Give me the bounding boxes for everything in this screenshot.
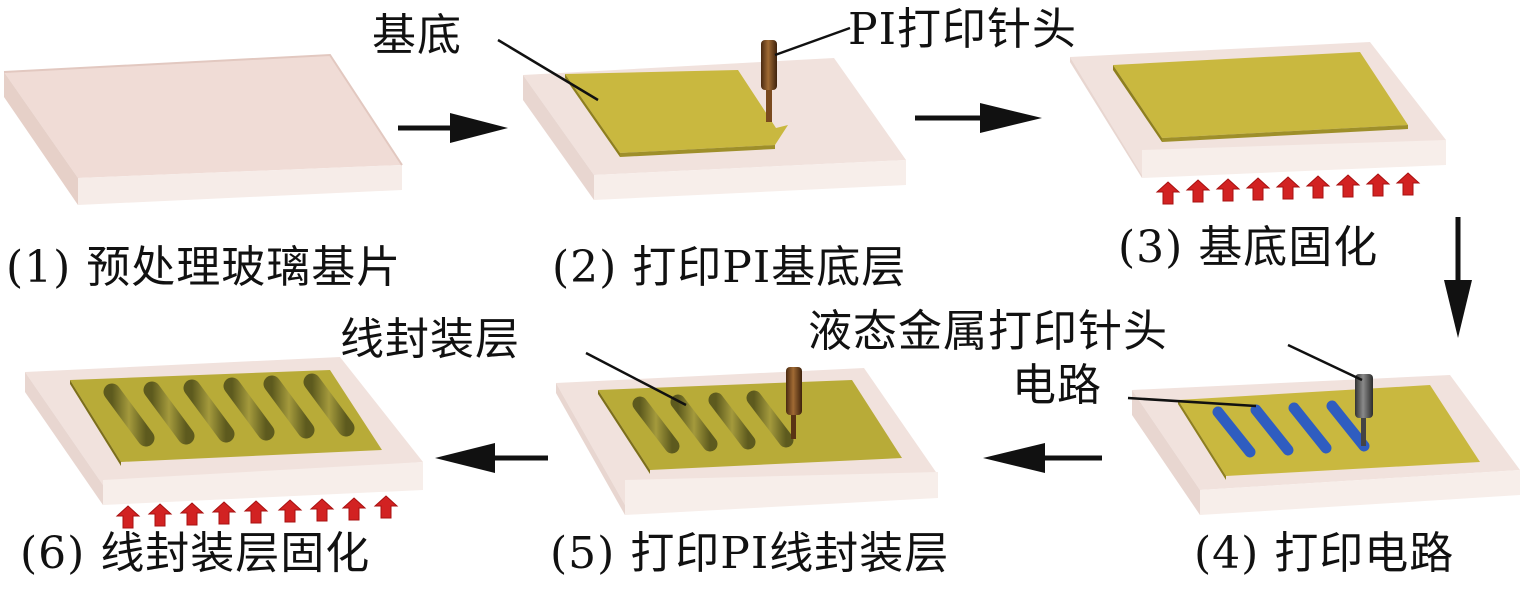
flow-arrows bbox=[398, 103, 1472, 473]
step-5-caption: (5) 打印PI线封装层 bbox=[550, 528, 950, 579]
arrow-step1-to-step2 bbox=[398, 113, 508, 143]
encapsulation-lines bbox=[632, 390, 794, 454]
step-4-print-circuit bbox=[1132, 374, 1520, 515]
callout-circuit: 电路 bbox=[1012, 360, 1102, 411]
step-1-caption: (1) 预处理玻璃基片 bbox=[6, 242, 402, 293]
step-6-encapsulation-curing bbox=[25, 357, 423, 529]
heat-arrows bbox=[1156, 172, 1420, 205]
step-3-caption: (3) 基底固化 bbox=[1118, 222, 1379, 273]
arrow-step5-to-step6 bbox=[435, 443, 548, 473]
arrow-step4-to-step5 bbox=[983, 443, 1102, 473]
callout-encapsulation: 线封装层 bbox=[340, 314, 520, 365]
arrow-step3-to-step4 bbox=[1444, 217, 1472, 338]
step-5-print-encapsulation bbox=[556, 367, 938, 515]
callout-pi-nozzle: PI打印针头 bbox=[848, 4, 1077, 55]
step-6-caption: (6) 线封装层固化 bbox=[20, 528, 371, 579]
callout-metal-nozzle: 液态金属打印针头 bbox=[808, 306, 1168, 357]
circuit-traces bbox=[1212, 400, 1370, 458]
step-2-print-pi-substrate bbox=[523, 40, 906, 200]
callout-leaders bbox=[497, 26, 1363, 408]
step-2-caption: (2) 打印PI基底层 bbox=[552, 242, 907, 293]
step-4-caption: (4) 打印电路 bbox=[1194, 528, 1455, 579]
step-3-substrate-curing bbox=[1070, 42, 1446, 205]
callout-substrate: 基底 bbox=[372, 10, 462, 61]
step-1-glass-slide bbox=[3, 53, 403, 205]
encapsulation-lines bbox=[103, 373, 355, 447]
arrow-step2-to-step3 bbox=[915, 103, 1042, 133]
